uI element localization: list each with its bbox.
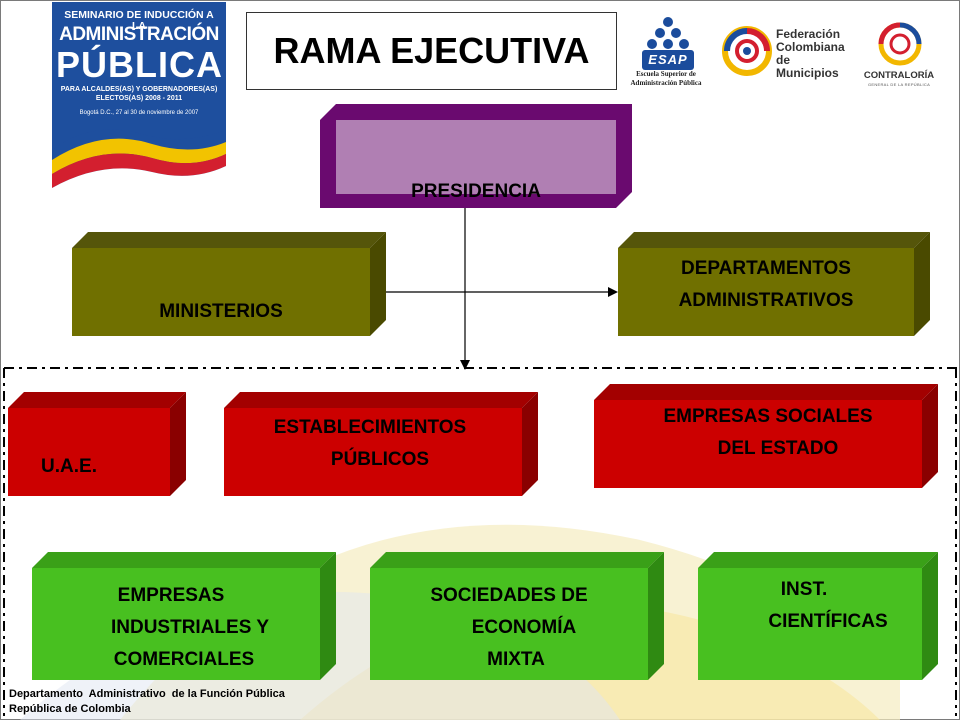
empresas-industriales-line2: INDUSTRIALES Y (110, 617, 269, 638)
federacion-spiral-icon (722, 26, 772, 76)
empresas-industriales-shape (32, 552, 336, 680)
uae-label: U.A.E. (41, 456, 97, 477)
sociedades-label: SOCIEDADES DE ECONOMÍA MIXTA (370, 568, 648, 680)
empresas-sociales-shape (594, 384, 938, 488)
establecimientos-line1: ESTABLECIMIENTOS (273, 417, 467, 438)
logo-date: Bogotá D.C., 27 al 30 de noviembre de 20… (79, 110, 199, 116)
ministerios-shape (72, 232, 386, 336)
contraloria-subtitle: GENERAL DE LA REPÚBLICA (867, 82, 931, 87)
footer-line2: República de Colombia (9, 703, 131, 715)
esap-pyramid-icon (642, 17, 694, 70)
departamentos-line2: ADMINISTRATIVOS (678, 290, 854, 311)
empresas-sociales-line2: DEL ESTADO (717, 438, 839, 459)
node-uae: U.A.E. (8, 392, 186, 496)
logo-line2: PÚBLICA (56, 44, 223, 85)
arrow-down-icon (460, 360, 470, 370)
establecimientos-line2: PÚBLICOS (330, 449, 430, 470)
departamentos-line1: DEPARTAMENTOS (681, 258, 851, 279)
instituciones-label: INST. CIENTÍFICAS (698, 568, 922, 680)
node-ministerios: MINISTERIOS (72, 232, 386, 336)
sociedades-line3: MIXTA (487, 649, 545, 670)
contraloria-name: CONTRALORÍA (863, 70, 935, 81)
sociedades-line2: ECONOMÍA (471, 617, 577, 638)
flag-wave-icon (52, 129, 226, 194)
empresas-industriales-line3: COMERCIALES (113, 649, 255, 670)
contraloria-logo: CONTRALORÍA GENERAL DE LA REPÚBLICA (856, 22, 942, 92)
esap-logo: ESAP Escuela Superior de Administración … (618, 14, 714, 94)
empresas-industriales-line1: EMPRESAS (117, 585, 225, 606)
node-empresas-sociales: EMPRESAS SOCIALES DEL ESTADO (594, 384, 938, 488)
footer-line1: Departamento Administrativo de la Funció… (9, 688, 285, 700)
arrow-right-icon (608, 287, 618, 297)
node-presidencia: PRESIDENCIA (320, 104, 632, 208)
logo-line1: ADMINISTRACIÓN (59, 24, 219, 45)
node-departamentos: DEPARTAMENTOS ADMINISTRATIVOS (618, 232, 930, 336)
esap-word: ESAP (648, 52, 688, 67)
instituciones-line1: INST. (780, 579, 828, 600)
empresas-industriales-label: EMPRESAS INDUSTRIALES Y COMERCIALES (32, 568, 320, 680)
departamentos-shape (618, 232, 930, 336)
logo-top-text: SEMINARIO DE INDUCCIÓN A LA (64, 9, 214, 32)
ministerios-label: MINISTERIOS (159, 301, 283, 322)
footer: Departamento Administrativo de la Funció… (9, 687, 285, 717)
esap-text: Escuela Superior de Administración Públi… (630, 70, 702, 87)
establecimientos-shape (224, 392, 538, 496)
presidencia-shape (320, 104, 632, 208)
presidencia-label: PRESIDENCIA (411, 181, 541, 202)
sociedades-shape (370, 552, 664, 680)
federacion-name: Federación Colombiana de Municipios (776, 28, 850, 80)
page-title: RAMA EJECUTIVA (246, 12, 617, 90)
uae-shape (8, 392, 186, 496)
federacion-line1: Federación (776, 27, 841, 41)
node-sociedades: SOCIEDADES DE ECONOMÍA MIXTA (370, 552, 664, 680)
instituciones-line2: CIENTÍFICAS (768, 611, 888, 632)
departamentos-label: DEPARTAMENTOS ADMINISTRATIVOS (618, 248, 914, 336)
seminar-logo: SEMINARIO DE INDUCCIÓN A LA ADMINISTRACI… (52, 2, 226, 194)
node-empresas-industriales: EMPRESAS INDUSTRIALES Y COMERCIALES (32, 552, 336, 680)
establecimientos-label: ESTABLECIMIENTOS PÚBLICOS (224, 408, 522, 496)
empresas-sociales-label: EMPRESAS SOCIALES DEL ESTADO (594, 400, 922, 488)
contraloria-circle-icon (878, 22, 922, 66)
sociedades-line1: SOCIEDADES DE (430, 585, 588, 606)
logo-subtitle: PARA ALCALDES(AS) Y GOBERNADORES(AS) ELE… (60, 86, 218, 102)
empresas-sociales-line1: EMPRESAS SOCIALES (663, 406, 873, 427)
federacion-line3: de Municipios (776, 53, 839, 80)
federacion-logo: Federación Colombiana de Municipios (722, 20, 850, 90)
instituciones-shape (698, 552, 938, 680)
node-instituciones: INST. CIENTÍFICAS (698, 552, 938, 680)
node-establecimientos: ESTABLECIMIENTOS PÚBLICOS (224, 392, 538, 496)
federacion-line2: Colombiana (776, 40, 845, 54)
